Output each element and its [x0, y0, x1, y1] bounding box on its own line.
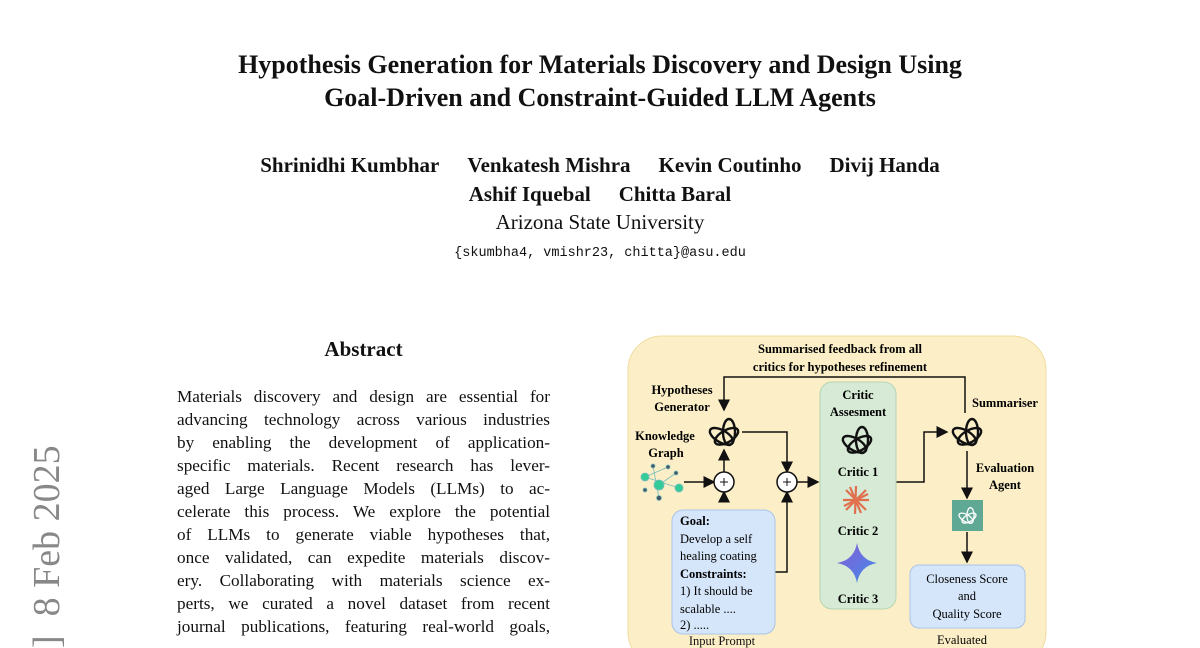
- author: Shrinidhi Kumbhar: [260, 153, 440, 177]
- abstract-line: specific materials. Recent research has …: [177, 456, 550, 475]
- author: Ashif Iquebal: [468, 182, 591, 206]
- constraints-label: Constraints:: [680, 567, 747, 581]
- eval-agent-label: Evaluation: [976, 461, 1034, 475]
- abstract-line: perts, we curated a novel dataset from r…: [177, 594, 550, 613]
- author: Chitta Baral: [618, 182, 732, 206]
- affiliation: Arizona State University: [495, 210, 705, 234]
- generator-label: Generator: [654, 400, 710, 414]
- goal-text: healing coating: [680, 549, 757, 563]
- critic-label: Critic 1: [838, 465, 879, 479]
- summariser-label: Summariser: [972, 396, 1038, 410]
- constraint-text: 2) .....: [680, 618, 709, 632]
- constraint-text: 1) It should be: [680, 584, 753, 598]
- score-label: Quality Score: [932, 607, 1002, 621]
- critic-title: Assesment: [830, 405, 887, 419]
- abstract-line: advancing technology across various indu…: [177, 410, 550, 429]
- plus-node-icon: [713, 471, 735, 493]
- input-prompt-text: Goal: Develop a self healing coating Con…: [680, 514, 757, 632]
- authors-row-2: Ashif Iquebal Chitta Baral: [0, 182, 1200, 207]
- paper-title: Hypothesis Generation for Materials Disc…: [0, 48, 1200, 114]
- score-label: and: [958, 589, 977, 603]
- input-prompt-caption: Input Prompt: [689, 634, 756, 648]
- abstract-line: journal publications, featuring real-wor…: [177, 617, 550, 636]
- title-line: Goal-Driven and Constraint-Guided LLM Ag…: [324, 83, 876, 112]
- critic-label: Critic 3: [838, 592, 879, 606]
- eval-agent-label: Agent: [989, 478, 1022, 492]
- abstract-line: once validated, can expedite materials d…: [177, 548, 550, 567]
- generator-label: Hypotheses: [651, 383, 712, 397]
- author: Kevin Coutinho: [658, 153, 802, 177]
- abstract-line: of LLMs to generate viable hypotheses th…: [177, 525, 550, 544]
- author: Venkatesh Mishra: [467, 153, 631, 177]
- evaluated-label: Evaluated: [937, 633, 988, 647]
- goal-text: Develop a self: [680, 532, 753, 546]
- title-line: Hypothesis Generation for Materials Disc…: [238, 50, 962, 79]
- kg-label: Knowledge: [635, 429, 695, 443]
- abstract-line: aged Large Language Models (LLMs) to ac-: [177, 479, 550, 498]
- critic-label: Critic 2: [838, 524, 879, 538]
- feedback-label: Summarised feedback from all: [758, 342, 923, 356]
- knowledge-graph-icon: [640, 463, 684, 501]
- critic-panel: [819, 381, 897, 610]
- kg-label: Graph: [648, 446, 683, 460]
- scores-box: [909, 564, 1026, 629]
- abstract-body: Materials discovery and design are essen…: [177, 385, 550, 638]
- author: Divij Handa: [829, 153, 940, 177]
- constraint-text: scalable ....: [680, 602, 736, 616]
- abstract-line: Materials discovery and design are essen…: [177, 387, 550, 406]
- abstract-line: ery. Collaborating with materials scienc…: [177, 571, 550, 590]
- input-prompt-box: [671, 509, 776, 635]
- authors-row-1: Shrinidhi Kumbhar Venkatesh Mishra Kevin C…: [0, 153, 1200, 178]
- email: {skumbha4, vmishr23, chitta}@asu.edu: [454, 246, 746, 261]
- feedback-label: critics for hypotheses refinement: [753, 360, 928, 374]
- goal-label: Goal:: [680, 514, 710, 528]
- abstract-line: by enabling the development of applicati…: [177, 433, 550, 452]
- arrows: [684, 376, 973, 573]
- score-label: Closeness Score: [926, 572, 1008, 586]
- abstract-heading: Abstract: [324, 337, 403, 361]
- anthropic-critic-icon: [843, 485, 869, 515]
- openai-eval-agent-icon: [952, 500, 983, 531]
- gemini-critic-icon: [837, 543, 877, 583]
- abstract-line: celerate this process. We explore the po…: [177, 502, 550, 521]
- plus-node-icon: [776, 471, 798, 493]
- critic-title: Critic: [842, 388, 874, 402]
